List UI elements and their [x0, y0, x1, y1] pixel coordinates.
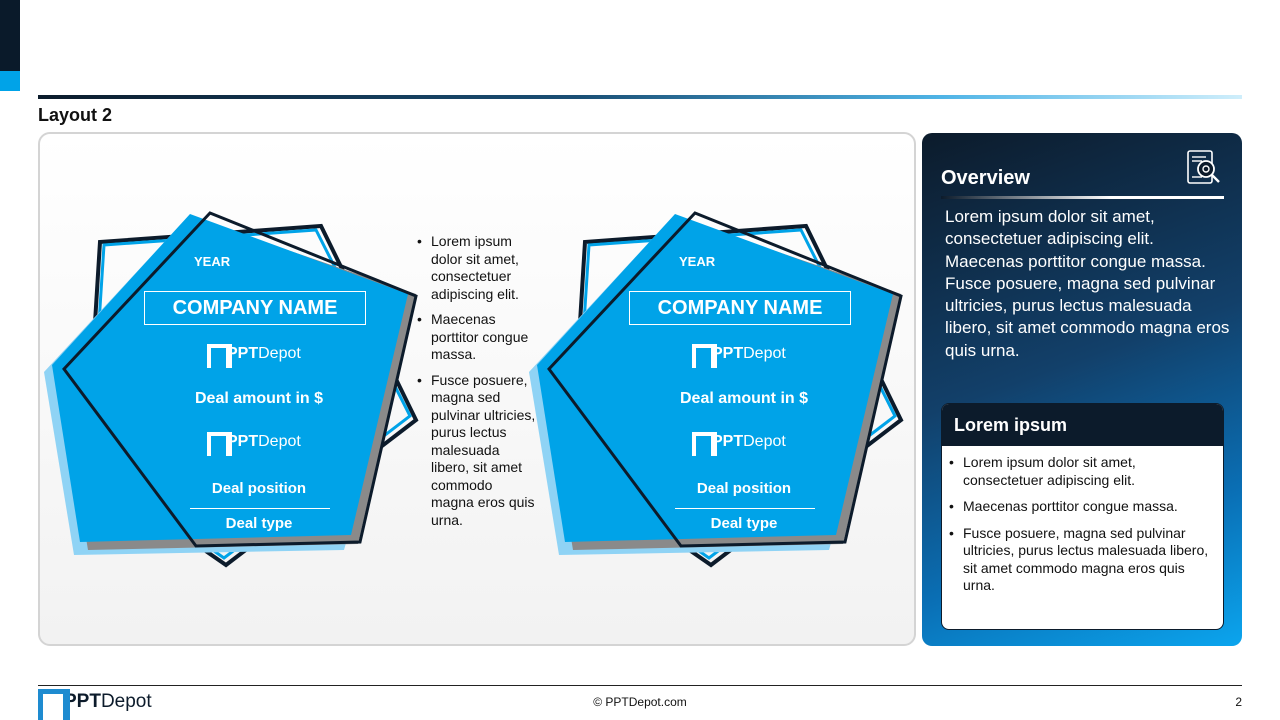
brand-logo: PPTDepot [692, 431, 802, 456]
deal-card-1: YEAR COMPANY NAME PPTDepot Deal amount i… [44, 210, 424, 570]
deal-card-2: YEAR COMPANY NAME PPTDepot Deal amount i… [529, 210, 909, 570]
list-item: Maecenas porttitor congue massa. [949, 498, 1213, 516]
list-item: Lorem ipsum dolor sit amet, consectetuer… [417, 233, 537, 303]
corner-accent-bar [0, 0, 20, 91]
page-number: 2 [1235, 695, 1242, 709]
footer-logo: PPTDepot [38, 689, 152, 720]
list-item: Maecenas porttitor congue massa. [417, 311, 537, 364]
document-search-icon [1187, 150, 1220, 184]
deal-type-label: Deal type [710, 515, 778, 532]
pentagon-main [52, 214, 408, 542]
overview-text: Lorem ipsum dolor sit amet, consectetuer… [945, 207, 1230, 360]
brand-logo: PPTDepot [207, 431, 317, 456]
lorem-ipsum-box: Lorem ipsum Lorem ipsum dolor sit amet, … [941, 403, 1224, 630]
logo-light-text: Depot [743, 433, 786, 450]
logo-bold-text: PPT [712, 433, 744, 450]
logo-bold-text: PPT [64, 691, 101, 712]
list-item: Fusce posuere, magna sed pulvinar ultric… [417, 372, 537, 530]
logo-light-text: Depot [743, 345, 786, 362]
brand-logo: PPTDepot [207, 343, 317, 368]
logo-light-text: Depot [258, 345, 301, 362]
card-divider [190, 508, 330, 509]
pptdepot-logo-icon [207, 432, 232, 456]
middle-bullet-list: Lorem ipsum dolor sit amet, consectetuer… [417, 233, 537, 537]
year-label: YEAR [679, 254, 716, 269]
copyright-text: © PPTDepot.com [593, 695, 687, 709]
card-divider [675, 508, 815, 509]
company-name-box: COMPANY NAME [144, 291, 366, 325]
pentagon-dark-outline [62, 211, 418, 548]
pentagon-dark-outline [547, 211, 903, 548]
logo-bold-text: PPT [227, 433, 259, 450]
deal-position-label: Deal position [696, 480, 792, 497]
lorem-bullet-list: Lorem ipsum dolor sit amet, consectetuer… [942, 446, 1223, 595]
deal-type-label: Deal type [225, 515, 293, 532]
pptdepot-logo-icon [38, 689, 70, 720]
list-item: Lorem ipsum dolor sit amet, consectetuer… [949, 454, 1213, 489]
logo-bold-text: PPT [227, 345, 259, 362]
footer-rule [38, 685, 1242, 686]
brand-logo: PPTDepot [692, 343, 802, 368]
pptdepot-logo-icon [207, 344, 232, 368]
company-name-box: COMPANY NAME [629, 291, 851, 325]
deal-position-label: Deal position [211, 480, 307, 497]
pentagon-shapes [44, 211, 419, 568]
pptdepot-logo-icon [692, 344, 717, 368]
list-item: Fusce posuere, magna sed pulvinar ultric… [949, 525, 1213, 595]
pentagon-main [537, 214, 893, 542]
pptdepot-logo-icon [692, 432, 717, 456]
slide-title: Layout 2 [38, 105, 113, 125]
logo-light-text: Depot [100, 691, 152, 712]
overview-panel: Overview Lorem ipsum dolor sit amet, con… [922, 133, 1242, 646]
pentagon-shapes [529, 211, 904, 568]
year-label: YEAR [194, 254, 231, 269]
overview-title: Overview [941, 167, 1030, 189]
logo-light-text: Depot [258, 433, 301, 450]
lorem-box-title: Lorem ipsum [942, 404, 1223, 446]
title-gradient-rule [38, 95, 1242, 99]
overview-rule [941, 196, 1224, 199]
deal-amount-label: Deal amount in $ [679, 390, 809, 407]
logo-bold-text: PPT [712, 345, 744, 362]
deal-amount-label: Deal amount in $ [194, 390, 324, 407]
